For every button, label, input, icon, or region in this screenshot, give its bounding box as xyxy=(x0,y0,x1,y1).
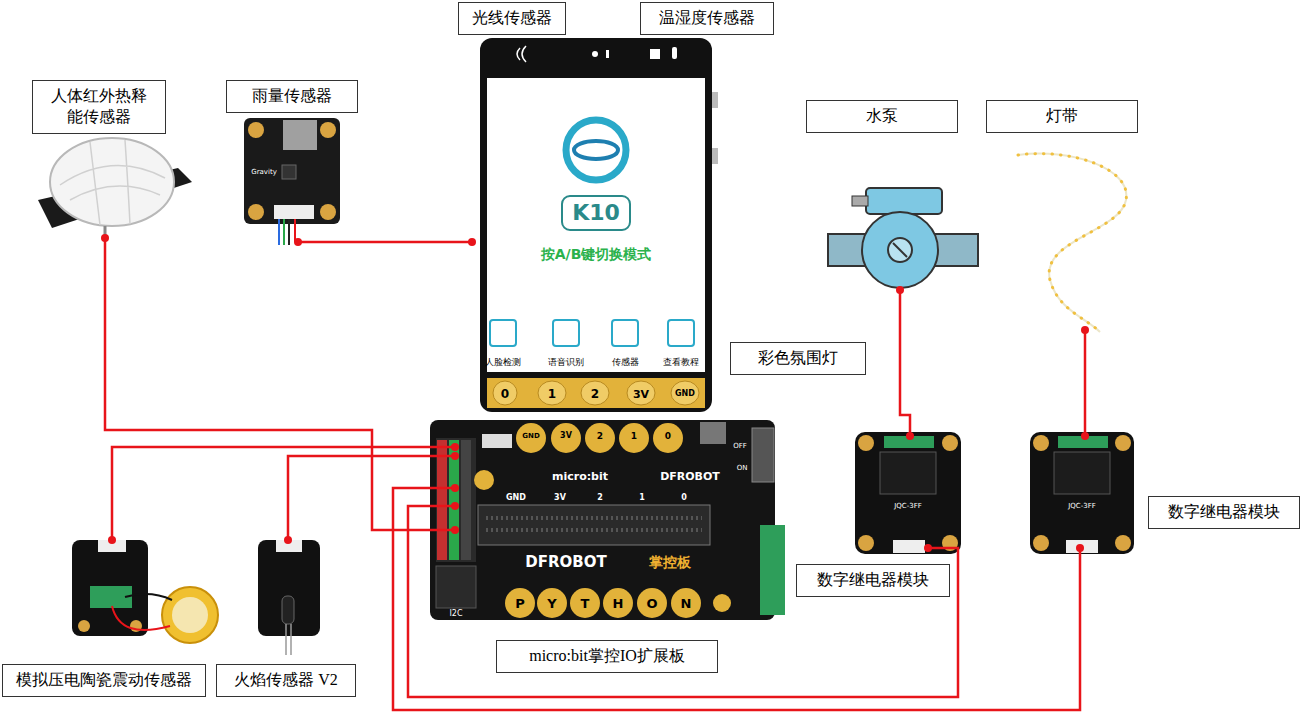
vibration-sensor xyxy=(72,540,218,643)
label-text: 彩色氛围灯 xyxy=(741,348,855,369)
pad-letter: N xyxy=(681,597,692,610)
label-box: 数字继电器模块 xyxy=(796,564,950,597)
brand-text: DFROBOT xyxy=(525,555,606,570)
expansion-board xyxy=(430,420,785,620)
pad-letter: Y xyxy=(547,597,556,610)
label-text: 雨量传感器 xyxy=(237,86,347,107)
pin-label: 1 xyxy=(639,494,645,502)
label-text: 火焰传感器 V2 xyxy=(227,670,345,691)
k10-board xyxy=(480,38,718,412)
pin-label: GND xyxy=(506,494,526,502)
pad-letter: O xyxy=(646,597,657,610)
pin-label: 2 xyxy=(597,494,603,502)
brand-text: 掌控板 xyxy=(649,555,691,569)
pin-label: 3V xyxy=(633,389,649,400)
port-label: I2C xyxy=(449,610,462,618)
screen-text: 按A/B键切换模式 xyxy=(541,247,652,261)
label-text: 温湿度传感器 xyxy=(651,8,763,29)
relay-module xyxy=(855,432,961,554)
switch-label: OFF xyxy=(733,443,747,450)
label-box: 水泵 xyxy=(806,100,958,133)
brand-text: micro:bit xyxy=(552,471,608,482)
pad-letter: H xyxy=(613,597,624,610)
label-text: micro:bit掌控IO扩展板 xyxy=(507,646,707,667)
label-text: 人体红外热释 能传感器 xyxy=(43,86,155,128)
relay-module xyxy=(1030,432,1134,554)
pir-sensor xyxy=(38,138,192,240)
water-pump xyxy=(828,188,978,288)
pin-label: 2 xyxy=(597,432,603,441)
label-box: 模拟压电陶瓷震动传感器 xyxy=(2,664,206,697)
wiring xyxy=(105,238,1085,710)
pad-letter: P xyxy=(515,597,525,610)
pin-label: 3V xyxy=(560,432,572,440)
menu-item: 查看教程 xyxy=(663,358,699,367)
label-box: 人体红外热释 能传感器 xyxy=(32,80,166,134)
pin-label: GND xyxy=(675,390,695,398)
menu-item: 人脸检测 xyxy=(485,358,521,367)
pin-label: 0 xyxy=(501,388,509,400)
label-box: 雨量传感器 xyxy=(226,80,358,113)
pin-label: 1 xyxy=(631,432,637,441)
label-box: micro:bit掌控IO扩展板 xyxy=(496,640,718,673)
switch-label: ON xyxy=(737,465,748,472)
label-text: 光线传感器 xyxy=(469,8,555,29)
menu-item: 语音识别 xyxy=(548,358,584,367)
label-text: 模拟压电陶瓷震动传感器 xyxy=(13,670,195,691)
pin-label: 2 xyxy=(591,388,599,400)
label-box: 火焰传感器 V2 xyxy=(216,664,356,697)
pin-label: 0 xyxy=(681,494,687,502)
label-text: 数字继电器模块 xyxy=(807,570,939,591)
label-box: 光线传感器 xyxy=(458,2,566,35)
flame-sensor xyxy=(258,540,320,655)
pin-label: 1 xyxy=(548,388,556,400)
pad-letter: T xyxy=(581,597,590,610)
menu-item: 传感器 xyxy=(612,358,639,367)
wire-dot xyxy=(101,234,1089,552)
light-strip xyxy=(1018,154,1126,332)
part-number: JQC-3FF xyxy=(894,503,922,510)
pin-label: 0 xyxy=(665,432,671,441)
label-box: 数字继电器模块 xyxy=(1148,496,1300,529)
screen-logo-text: K10 xyxy=(572,202,620,224)
part-number: JQC-3FF xyxy=(1068,503,1096,510)
pin-label: GND xyxy=(522,433,539,440)
label-text: 灯带 xyxy=(997,106,1127,127)
board-text: Gravity xyxy=(251,169,277,176)
label-text: 水泵 xyxy=(817,106,947,127)
label-box: 彩色氛围灯 xyxy=(730,342,866,375)
label-box: 灯带 xyxy=(986,100,1138,133)
label-text: 数字继电器模块 xyxy=(1159,502,1289,523)
pin-label: 3V xyxy=(554,494,566,502)
label-box: 温湿度传感器 xyxy=(640,2,774,35)
rain-sensor xyxy=(244,118,340,245)
brand-text: DFROBOT xyxy=(660,471,720,482)
